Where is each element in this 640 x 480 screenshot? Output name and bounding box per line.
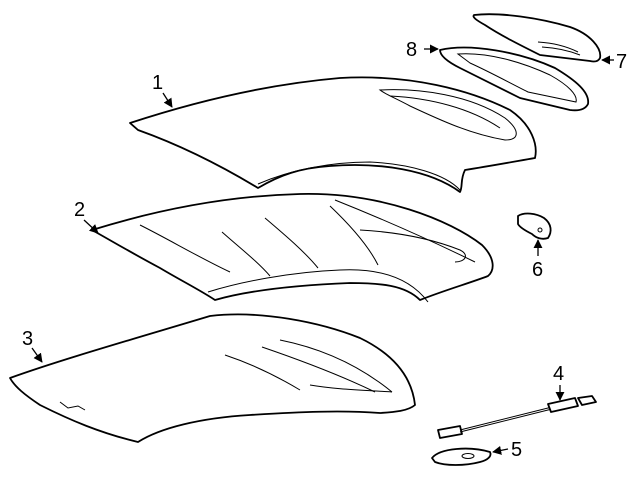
bracket-part: [517, 212, 552, 240]
clip-part: [431, 447, 492, 466]
callout-3: 3: [22, 328, 33, 350]
cable-assembly-part: [437, 395, 597, 439]
top-pad-part: [91, 193, 494, 303]
rear-window-glass-part: [472, 13, 602, 63]
callout-7: 7: [616, 51, 627, 73]
headliner-part: [9, 313, 416, 443]
callout-1: 1: [152, 72, 163, 94]
callout-6: 6: [532, 259, 543, 281]
leader-line-3: [31, 347, 43, 363]
leader-line-1: [162, 92, 173, 108]
callout-2: 2: [74, 199, 85, 221]
window-seal-part: [439, 46, 589, 112]
callout-4: 4: [553, 363, 564, 385]
top-cover-part: [129, 76, 537, 193]
leader-line-5: [492, 445, 509, 455]
callout-5: 5: [511, 439, 522, 461]
callout-8: 8: [406, 39, 417, 61]
leader-line-2: [83, 219, 99, 234]
